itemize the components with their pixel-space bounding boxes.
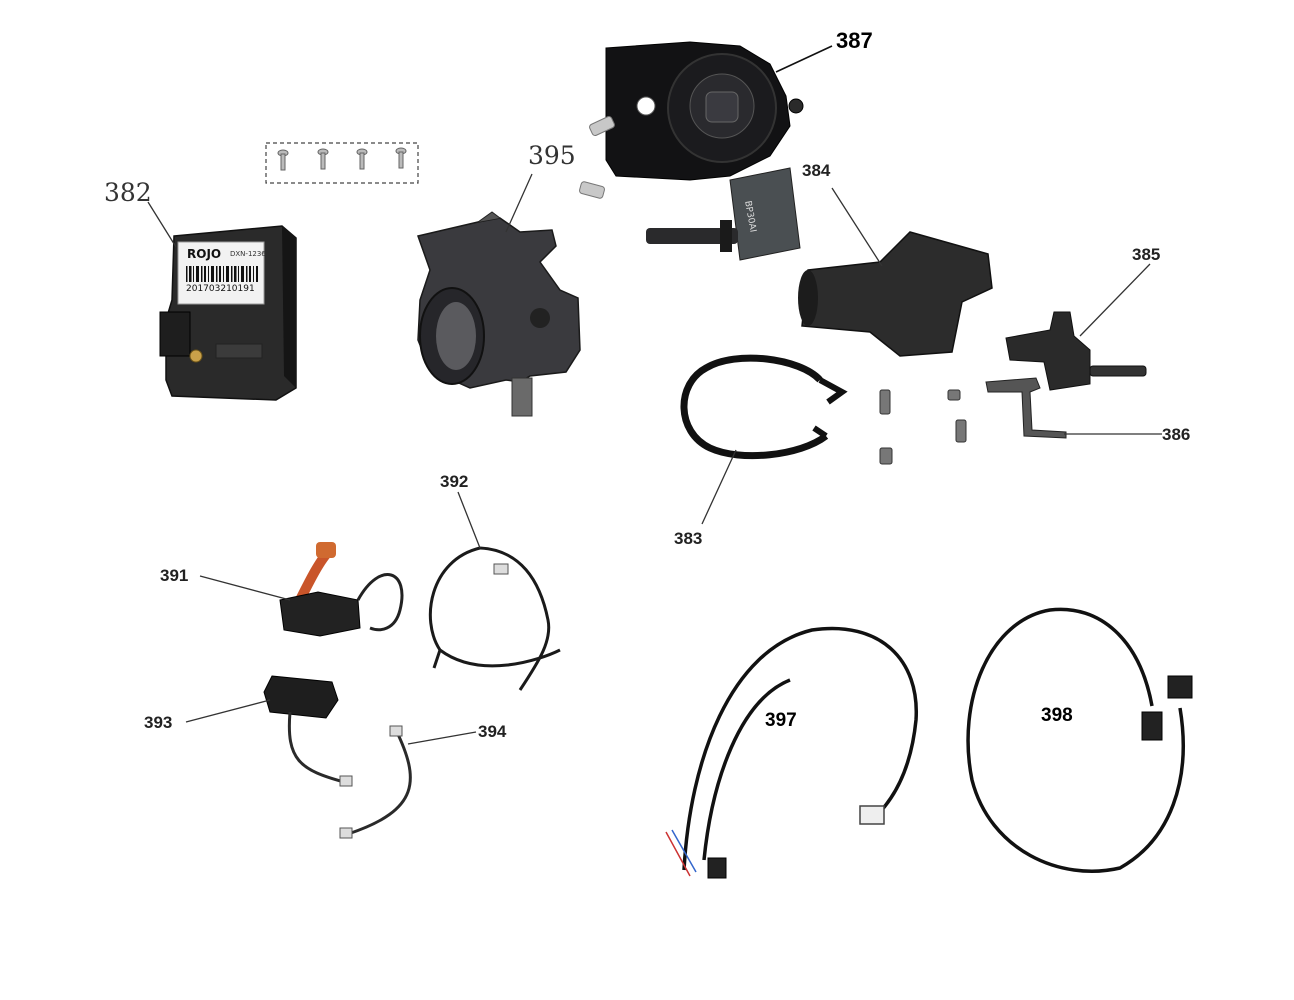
ecu-module-382	[160, 226, 296, 400]
callout-386: 386	[1162, 426, 1190, 443]
callout-395: 395	[528, 143, 576, 168]
sensor-cover-387	[578, 41, 906, 265]
ecu-model-label: DXN-1236	[230, 250, 266, 258]
callout-394: 394	[478, 723, 506, 740]
leader-382	[148, 202, 176, 247]
leader-383	[702, 450, 736, 524]
callout-382: 382	[104, 180, 152, 205]
callout-391: 391	[160, 567, 188, 584]
ignition-coil-391	[280, 542, 402, 636]
regulator-393	[264, 676, 352, 786]
leader-394	[408, 732, 476, 744]
callout-383: 383	[674, 530, 702, 547]
leader-385	[1080, 264, 1150, 336]
harness-connector	[494, 564, 508, 574]
leader-393	[186, 700, 270, 722]
callout-392: 392	[440, 473, 468, 490]
leader-395	[506, 174, 532, 232]
throttle-body-395	[418, 212, 580, 416]
callout-384: 384	[802, 162, 830, 179]
callout-397: 397	[765, 711, 797, 730]
cable-397	[666, 628, 916, 878]
callout-398: 398	[1041, 706, 1073, 725]
ecu-barcode-number: 201703210191	[186, 284, 255, 294]
leader-391	[200, 576, 290, 600]
callout-385: 385	[1132, 246, 1160, 263]
small-fasteners	[880, 390, 966, 464]
cable-398	[968, 609, 1192, 871]
screw-set	[266, 143, 418, 183]
callout-393: 393	[144, 714, 172, 731]
ring-clamp-383	[684, 358, 842, 456]
leader-392	[458, 492, 480, 548]
callout-387: 387	[836, 30, 873, 52]
ecu-brand-label: ROJO	[187, 247, 221, 261]
